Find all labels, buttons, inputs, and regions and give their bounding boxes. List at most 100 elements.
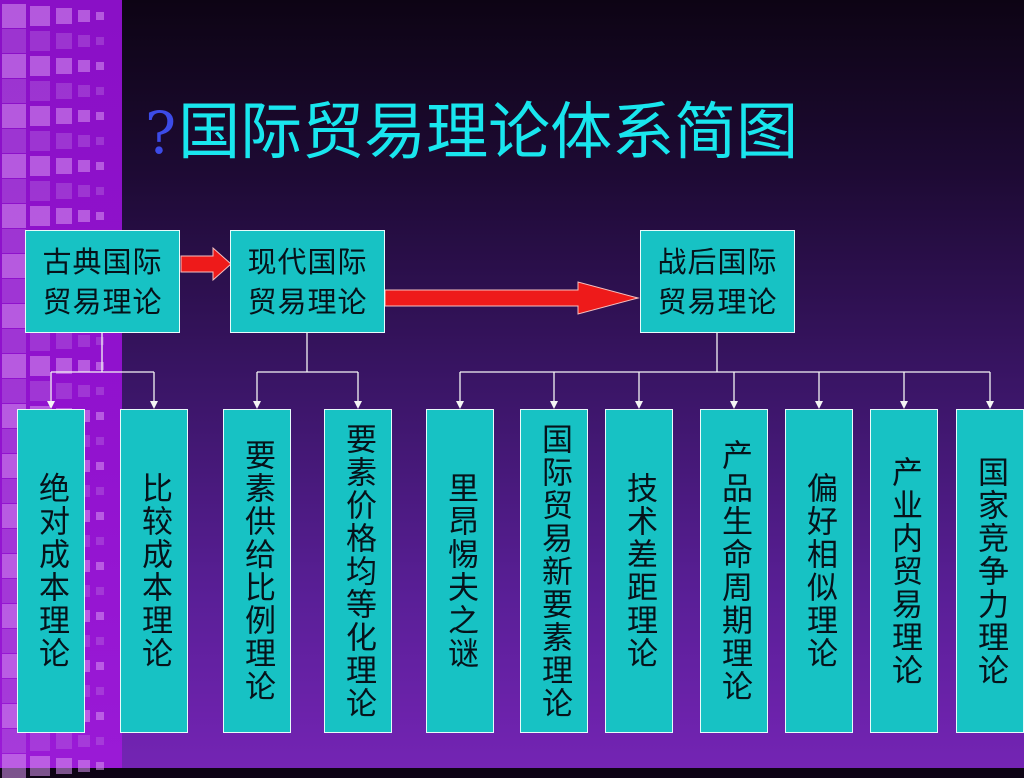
- decorative-square: [30, 206, 50, 226]
- decorative-square: [78, 210, 90, 222]
- decorative-square: [30, 156, 50, 176]
- decorative-square: [96, 562, 104, 570]
- decorative-square: [96, 187, 104, 195]
- decorative-square: [96, 362, 104, 370]
- decorative-square: [30, 106, 50, 126]
- decorative-square: [30, 381, 50, 401]
- decorative-square: [96, 37, 104, 45]
- decorative-square: [96, 512, 104, 520]
- decorative-square: [78, 160, 90, 172]
- decorative-square: [96, 462, 104, 470]
- decorative-square: [56, 383, 72, 399]
- decorative-square: [30, 6, 50, 26]
- decorative-square: [30, 56, 50, 76]
- leaf-product-life-cycle: 产品生命周期理论: [700, 409, 768, 733]
- decorative-square: [96, 12, 104, 20]
- decorative-square: [2, 154, 26, 178]
- leaf-national-competitiveness: 国家竞争力理论: [956, 409, 1024, 733]
- decorative-square: [56, 333, 72, 349]
- decorative-square: [56, 133, 72, 149]
- decorative-square: [56, 58, 72, 74]
- decorative-square: [56, 8, 72, 24]
- decorative-square: [2, 179, 26, 203]
- decorative-square: [78, 110, 90, 122]
- decorative-square: [56, 33, 72, 49]
- decorative-square: [30, 731, 50, 751]
- decorative-square: [2, 729, 26, 753]
- decorative-square: [2, 229, 26, 253]
- decorative-square: [96, 537, 104, 545]
- decorative-square: [96, 212, 104, 220]
- leaf-factor-endowment: 要素供给比例理论: [223, 409, 291, 733]
- decorative-square: [96, 87, 104, 95]
- decorative-square: [96, 737, 104, 745]
- leaf-preference-similarity: 偏好相似理论: [785, 409, 853, 733]
- decorative-square: [30, 31, 50, 51]
- decorative-square: [56, 208, 72, 224]
- decorative-square: [96, 437, 104, 445]
- decorative-square: [96, 162, 104, 170]
- decorative-square: [56, 358, 72, 374]
- leaf-comparative-cost: 比较成本理论: [120, 409, 188, 733]
- decorative-square: [78, 735, 90, 747]
- decorative-square: [2, 304, 26, 328]
- decorative-square: [78, 85, 90, 97]
- arrow-modern-to-postwar: [384, 281, 640, 315]
- decorative-square: [78, 385, 90, 397]
- decorative-square: [78, 335, 90, 347]
- decorative-square: [2, 204, 26, 228]
- decorative-square: [96, 137, 104, 145]
- decorative-square: [96, 662, 104, 670]
- decorative-square: [2, 254, 26, 278]
- leaf-technology-gap: 技术差距理论: [605, 409, 673, 733]
- decorative-square: [56, 83, 72, 99]
- decorative-square: [96, 112, 104, 120]
- decorative-square: [96, 337, 104, 345]
- decorative-square: [2, 79, 26, 103]
- decorative-square: [56, 158, 72, 174]
- decorative-square: [2, 279, 26, 303]
- decorative-square: [96, 387, 104, 395]
- decorative-square: [2, 29, 26, 53]
- arrow-classical-to-modern: [180, 246, 232, 282]
- decorative-square: [78, 10, 90, 22]
- decorative-square: [2, 104, 26, 128]
- decorative-square: [78, 135, 90, 147]
- decorative-square: [96, 612, 104, 620]
- decorative-square: [96, 687, 104, 695]
- decorative-square: [56, 108, 72, 124]
- decorative-square: [30, 181, 50, 201]
- decorative-square: [78, 360, 90, 372]
- decorative-square: [96, 587, 104, 595]
- decorative-square: [2, 129, 26, 153]
- decorative-square: [96, 412, 104, 420]
- decorative-square: [2, 329, 26, 353]
- decorative-square: [2, 379, 26, 403]
- decorative-square: [96, 762, 104, 770]
- decorative-square: [2, 54, 26, 78]
- decorative-square: [96, 487, 104, 495]
- node-modern-theory: 现代国际 贸易理论: [230, 230, 385, 333]
- decorative-square: [56, 183, 72, 199]
- decorative-square: [96, 62, 104, 70]
- title-text: 国际贸易理论体系简图: [178, 95, 799, 168]
- decorative-square: [30, 356, 50, 376]
- decorative-square: [2, 354, 26, 378]
- decorative-square: [78, 185, 90, 197]
- decorative-square: [96, 712, 104, 720]
- leaf-new-factor-theory: 国际贸易新要素理论: [520, 409, 588, 733]
- leaf-leontief-paradox: 里昂惕夫之谜: [426, 409, 494, 733]
- leaf-intra-industry-trade: 产业内贸易理论: [870, 409, 938, 733]
- title-prefix: ?: [145, 99, 177, 167]
- leaf-factor-price-equalization: 要素价格均等化理论: [324, 409, 392, 733]
- decorative-square: [78, 60, 90, 72]
- leaf-absolute-cost: 绝对成本理论: [17, 409, 85, 733]
- node-classical-theory: 古典国际 贸易理论: [25, 230, 180, 333]
- decorative-square: [30, 331, 50, 351]
- decorative-square: [78, 35, 90, 47]
- page-title: ?国际贸易理论体系简图: [145, 92, 798, 172]
- decorative-square: [56, 733, 72, 749]
- decorative-square: [30, 81, 50, 101]
- decorative-square: [30, 131, 50, 151]
